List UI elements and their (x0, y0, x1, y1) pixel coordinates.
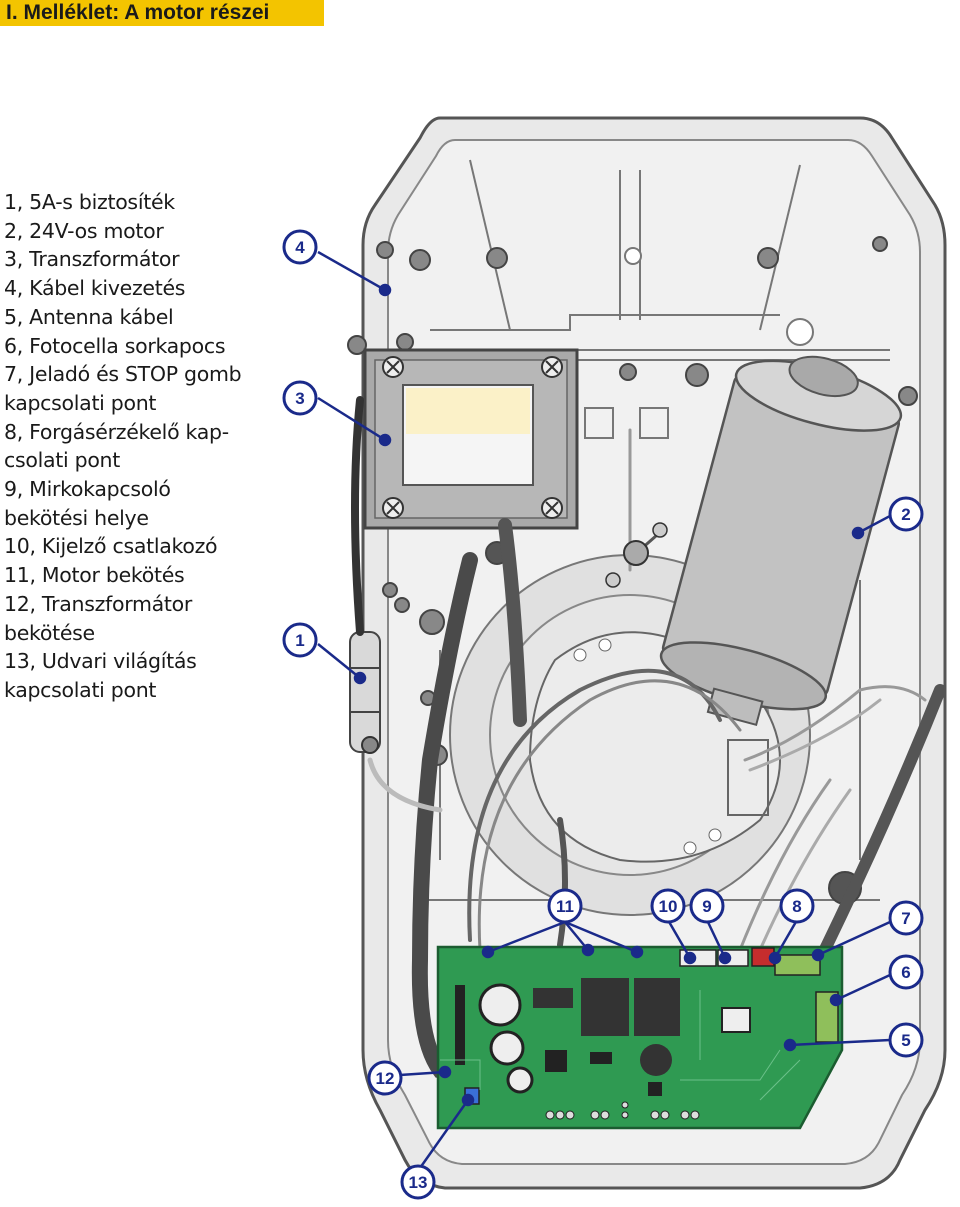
transformer (363, 348, 579, 530)
callout-label: 7 (901, 909, 910, 928)
vent-hole (624, 247, 642, 265)
callout-12: 12 (367, 1060, 403, 1096)
legend-item-8: 8, Forgásérzékelő kap- csolati pont (4, 419, 229, 473)
legend-item-10: 10, Kijelző csatlakozó (4, 534, 218, 559)
screw (652, 522, 668, 538)
callout-1: 1 (282, 622, 318, 658)
legend-item-11: 11, Motor bekötés (4, 563, 185, 588)
legend-item-1: 1, 5A-s biztosíték (4, 190, 175, 214)
legend-item-9: 9, Mirkokapcsoló bekötési helye (4, 477, 171, 530)
callout-label: 5 (901, 1031, 910, 1050)
screw (605, 572, 621, 588)
callout-label: 10 (659, 897, 678, 916)
callout-4: 4 (282, 229, 318, 265)
callout-badges: 1 2 3 4 5 6 7 8 9 10 11 12 13 (282, 229, 924, 1200)
callout-leaders (317, 250, 891, 1169)
legend-item-5: 5, Antenna kábel (4, 304, 174, 329)
legend-item-12: 12, Transzformátor bekötése (4, 591, 193, 645)
page-title: I. Melléklet: A motor részei (0, 0, 324, 26)
callout-6: 6 (888, 954, 924, 990)
callout-label: 11 (556, 897, 574, 916)
callout-label: 1 (295, 631, 304, 650)
motor-24v (659, 355, 903, 727)
vent-hole (786, 318, 814, 346)
legend-item-2: 2, 24V-os motor (4, 218, 164, 243)
sensor-knob (623, 540, 649, 566)
callout-label: 12 (376, 1069, 395, 1088)
legend-item-6: 6, Fotocella sorkapocs (4, 333, 226, 358)
callout-7: 7 (888, 900, 924, 936)
legend-item-4: 4, Kábel kivezetés (4, 276, 186, 301)
legend-item-13: 13, Udvari világítás kapcsolati pont (4, 649, 197, 702)
callout-label: 4 (295, 238, 305, 257)
callout-label: 13 (409, 1173, 428, 1192)
callout-9: 9 (689, 888, 725, 924)
callout-label: 8 (792, 897, 801, 916)
callout-11: 11 (547, 888, 583, 924)
callout-label: 3 (295, 389, 304, 408)
callout-13: 13 (400, 1164, 436, 1200)
fuse-5a (349, 631, 381, 754)
parts-legend: 1, 5A-s biztosíték 2, 24V-os motor 3, Tr… (4, 188, 254, 705)
callout-label: 6 (901, 963, 910, 982)
legend-item-7: 7, Jeladó és STOP gomb kapcsolati pont (4, 362, 242, 415)
callout-label: 2 (901, 505, 910, 524)
callout-5: 5 (888, 1022, 924, 1058)
callout-label: 9 (702, 897, 711, 916)
control-pcb (436, 945, 844, 1130)
callout-2: 2 (888, 496, 924, 532)
callout-3: 3 (282, 380, 318, 416)
callout-8: 8 (779, 888, 815, 924)
legend-item-3: 3, Transzformátor (4, 247, 180, 272)
callout-10: 10 (650, 888, 686, 924)
